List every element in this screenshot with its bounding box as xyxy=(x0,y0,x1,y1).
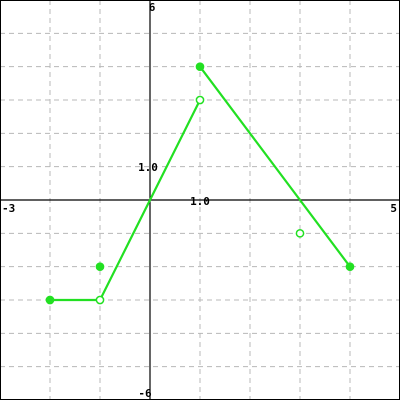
closed-point xyxy=(95,262,105,272)
y-max-label: 6 xyxy=(149,1,156,14)
open-point xyxy=(195,95,205,105)
y-min-label: -6 xyxy=(138,387,152,400)
closed-point xyxy=(45,295,55,305)
open-point xyxy=(295,228,305,238)
open-point xyxy=(95,295,105,305)
graph-segments xyxy=(48,65,352,302)
y-unit-label: 1.0 xyxy=(138,161,158,174)
graph-points xyxy=(45,62,355,305)
closed-point xyxy=(345,262,355,272)
closed-point xyxy=(195,62,205,72)
graph-segment xyxy=(198,65,352,268)
x-unit-label: 1.0 xyxy=(190,195,210,208)
x-max-label: 5 xyxy=(390,202,397,215)
graph-segment xyxy=(98,98,202,302)
x-min-label: -3 xyxy=(2,202,15,215)
